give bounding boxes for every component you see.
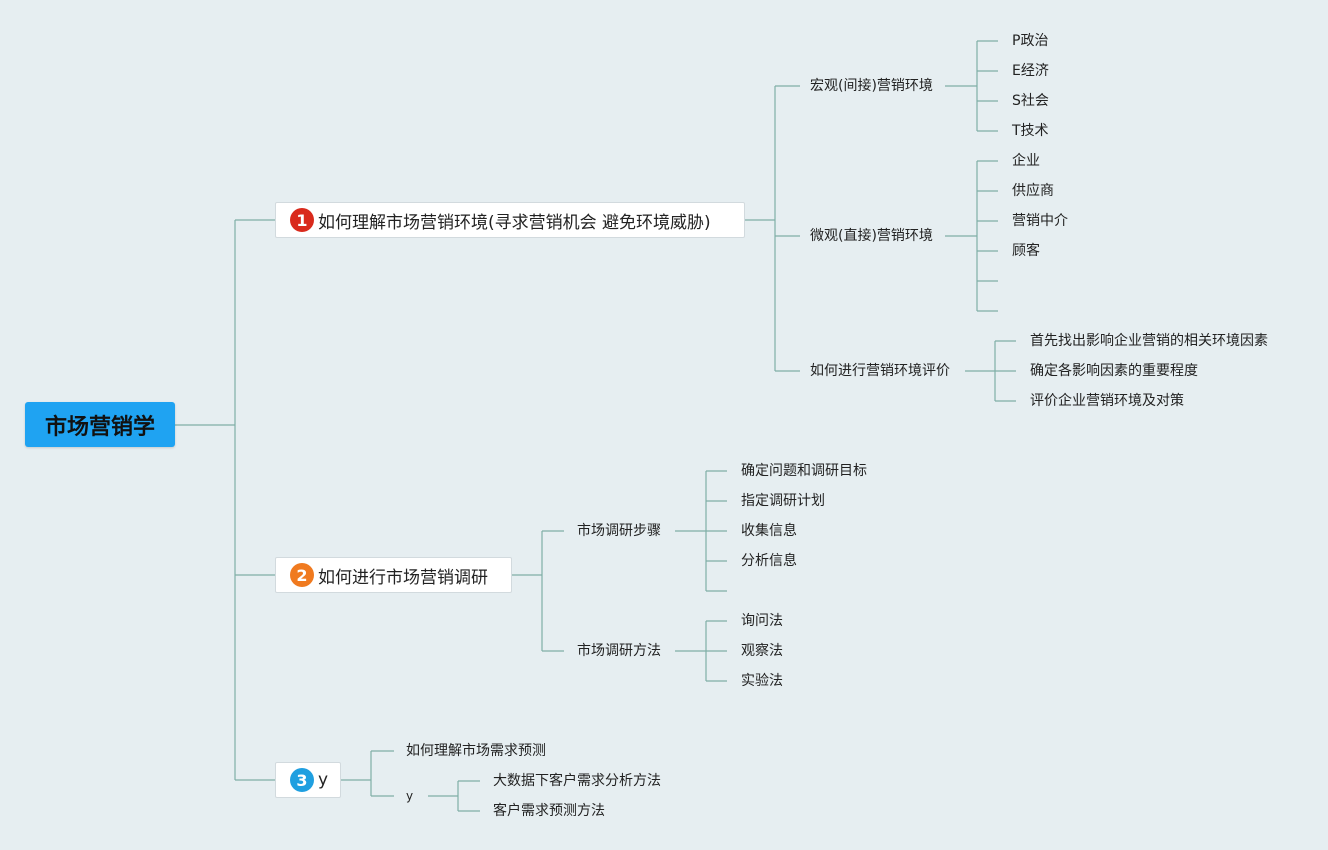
leaf-topic[interactable]: 观察法 (741, 643, 783, 659)
leaf-topic[interactable]: P政治 (1012, 33, 1049, 49)
leaf-topic[interactable]: 顾客 (1012, 243, 1040, 259)
leaf-topic[interactable]: 供应商 (1012, 183, 1054, 199)
root-topic[interactable]: 市场营销学 (25, 402, 175, 447)
leaf-topic[interactable]: 收集信息 (741, 523, 797, 539)
leaf-topic[interactable]: 分析信息 (741, 553, 797, 569)
leaf-topic[interactable]: T技术 (1012, 123, 1049, 139)
leaf-topic[interactable]: 指定调研计划 (741, 493, 825, 509)
branch-topic-label: 如何理解市场营销环境(寻求营销机会 避免环境威胁) (318, 212, 711, 233)
subtopic-research-steps[interactable]: 市场调研步骤 (577, 523, 661, 539)
branch-topic-3[interactable]: 3 y (275, 762, 341, 798)
subtopic-research-methods[interactable]: 市场调研方法 (577, 643, 661, 659)
leaf-topic[interactable]: 首先找出影响企业营销的相关环境因素 (1030, 333, 1268, 349)
priority-2-icon: 2 (290, 563, 314, 587)
subtopic-demand-forecast[interactable]: 如何理解市场需求预测 (406, 743, 546, 759)
leaf-topic[interactable]: 营销中介 (1012, 213, 1068, 229)
leaf-topic[interactable]: 评价企业营销环境及对策 (1030, 393, 1184, 409)
branch-topic-label: 如何进行市场营销调研 (318, 567, 488, 588)
priority-1-icon: 1 (290, 208, 314, 232)
priority-3-icon: 3 (290, 768, 314, 792)
leaf-topic[interactable]: 确定问题和调研目标 (741, 463, 867, 479)
subtopic-macro-environment[interactable]: 宏观(间接)营销环境 (810, 78, 933, 94)
leaf-topic[interactable]: 确定各影响因素的重要程度 (1030, 363, 1198, 379)
leaf-topic[interactable]: 询问法 (741, 613, 783, 629)
subtopic-micro-environment[interactable]: 微观(直接)营销环境 (810, 228, 933, 244)
branch-topic-1[interactable]: 1 如何理解市场营销环境(寻求营销机会 避免环境威胁) (275, 202, 745, 238)
subtopic-environment-evaluation[interactable]: 如何进行营销环境评价 (810, 363, 950, 379)
subtopic-y[interactable]: y (406, 789, 414, 803)
leaf-topic[interactable]: E经济 (1012, 63, 1049, 79)
leaf-topic[interactable]: S社会 (1012, 93, 1049, 109)
branch-topic-2[interactable]: 2 如何进行市场营销调研 (275, 557, 512, 593)
leaf-topic[interactable]: 客户需求预测方法 (493, 803, 605, 819)
leaf-topic[interactable]: 企业 (1012, 153, 1040, 169)
branch-topic-label: y (318, 770, 329, 790)
leaf-topic[interactable]: 大数据下客户需求分析方法 (493, 773, 661, 789)
leaf-topic[interactable]: 实验法 (741, 673, 783, 689)
